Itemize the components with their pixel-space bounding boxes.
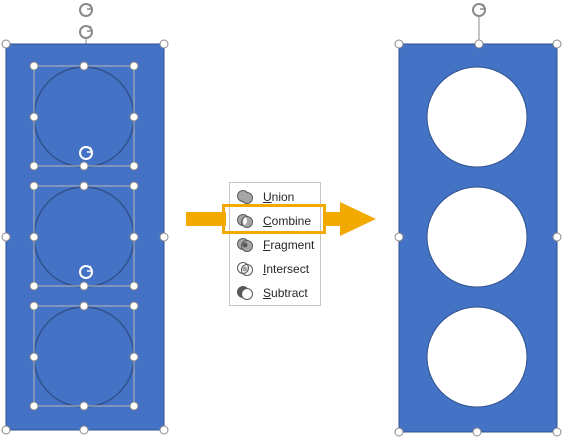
menu-item-label: Union — [263, 190, 295, 204]
fragment-icon — [237, 238, 253, 252]
combined-shape[interactable] — [398, 43, 558, 433]
combine-icon — [237, 214, 253, 228]
intersect-icon — [237, 262, 253, 276]
menu-item-label: Fragment — [263, 238, 315, 252]
circle-resize-handles[interactable] — [29, 61, 139, 411]
rotation-handle-icon[interactable] — [79, 146, 94, 160]
circle-shape-3[interactable] — [33, 306, 135, 408]
menu-item-label: Intersect — [263, 262, 310, 276]
union-icon — [237, 190, 253, 204]
menu-item-label: Subtract — [263, 286, 308, 300]
menu-item-union[interactable]: Union — [230, 185, 322, 209]
merge-shapes-menu: Union Combine Fragment Intersect Subtrac… — [229, 182, 321, 306]
menu-item-intersect[interactable]: Intersect — [230, 257, 322, 281]
rotation-handle-icon[interactable] — [472, 3, 487, 17]
menu-item-subtract[interactable]: Subtract — [230, 281, 322, 305]
subtract-icon — [237, 286, 253, 300]
rotation-handle-icon[interactable] — [79, 3, 94, 17]
rotation-handle-icon[interactable] — [79, 25, 94, 39]
menu-item-fragment[interactable]: Fragment — [230, 233, 322, 257]
menu-item-label: Combine — [263, 214, 312, 228]
result-resize-handles[interactable] — [394, 39, 562, 437]
circle-shape-2[interactable] — [33, 186, 135, 288]
resize-handles[interactable] — [1, 39, 169, 435]
menu-item-combine[interactable]: Combine — [230, 209, 322, 233]
circle-shape-1[interactable] — [33, 66, 135, 168]
arrow-right-icon — [186, 202, 376, 236]
rotation-handle-icon[interactable] — [79, 265, 94, 279]
